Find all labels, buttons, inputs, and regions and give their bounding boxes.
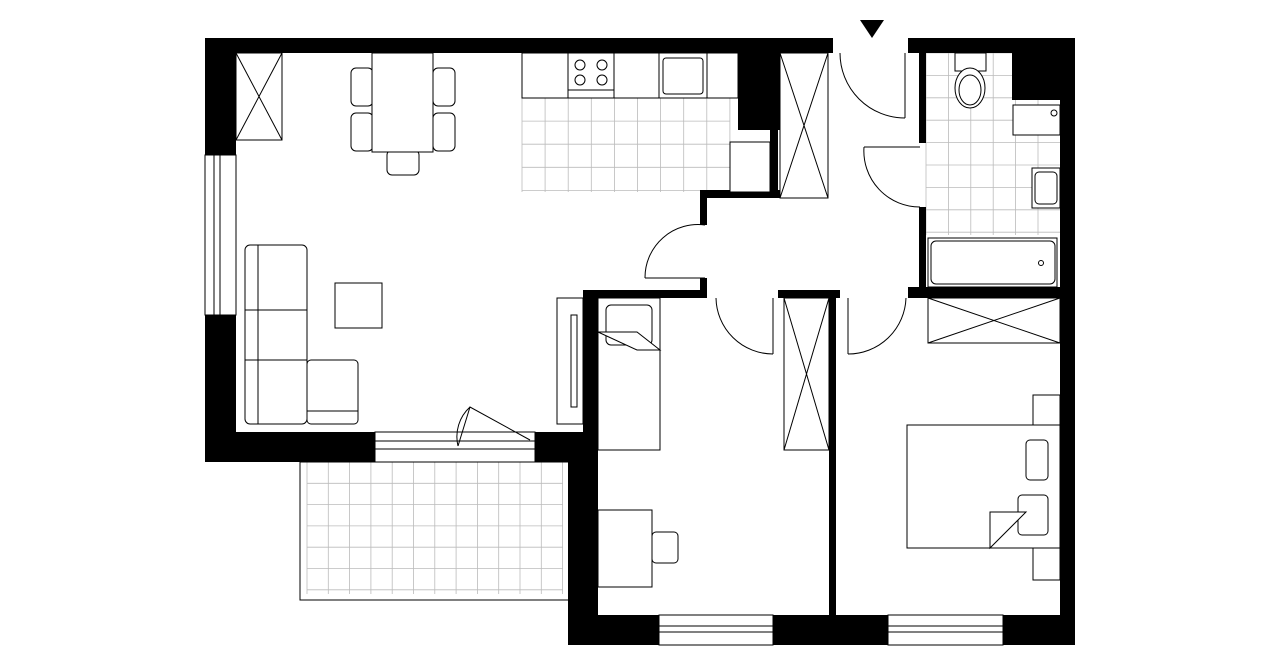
bedroom2-door[interactable] — [847, 297, 907, 355]
bathroom-door[interactable] — [863, 146, 921, 208]
triangle-down-icon — [860, 20, 884, 38]
furniture — [235, 52, 1061, 601]
kitchen-door[interactable] — [644, 224, 706, 279]
bedroom1-door[interactable] — [715, 297, 774, 355]
balcony-door[interactable] — [456, 406, 531, 447]
windows — [204, 154, 1004, 646]
doors — [456, 20, 921, 447]
balcony-tiles — [306, 461, 563, 594]
entrance-door[interactable] — [839, 52, 906, 119]
kitchen-tiles — [521, 97, 731, 192]
